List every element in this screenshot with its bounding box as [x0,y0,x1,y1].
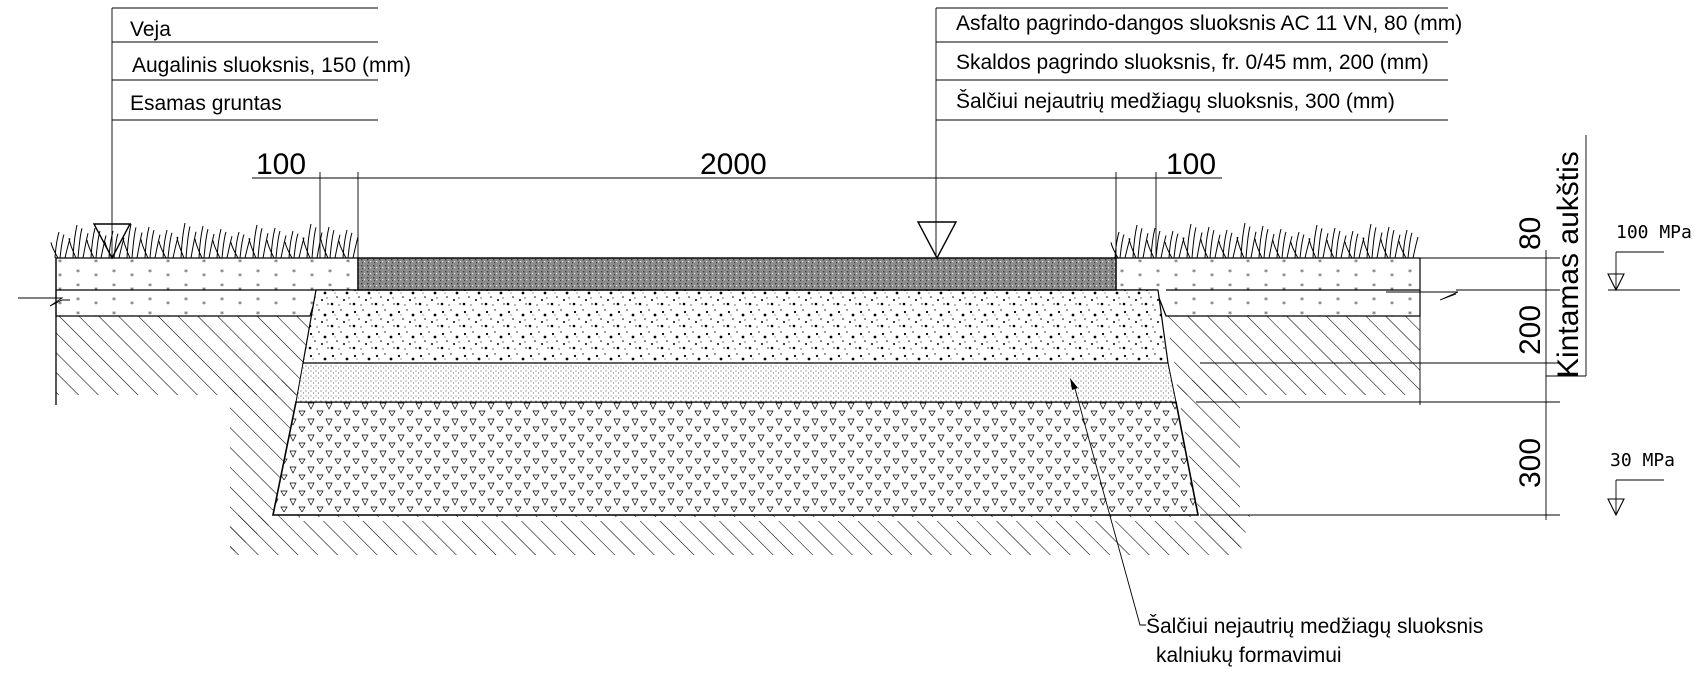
grass-blade-group [212,228,233,259]
grass-blade-group [1344,230,1365,259]
grass-blade-group [194,225,215,259]
dim-left-100: 100 [256,148,306,181]
grass-blade-group [302,223,323,259]
label-esamas-gruntas: Esamas gruntas [130,92,282,115]
grass-blade-group [338,229,359,259]
dim-300: 300 [1514,438,1547,488]
grass-blade-group [1308,224,1329,259]
frost-resistant-layer [272,401,1199,516]
dim-center-2000: 2000 [700,148,767,181]
grass-blade-group [1182,223,1203,259]
grass-blade-group [1128,224,1149,259]
grass-blade-group [1380,226,1401,259]
grass-blade-group [1200,226,1221,259]
grass-blade-group [86,227,107,259]
grass-tufts [1110,222,1419,259]
grass-blade-group [248,224,269,259]
label-30-mpa: 30 MPa [1610,450,1675,471]
grass-blade-group [50,231,71,259]
grass-blade-group [176,222,197,259]
grass-tufts [50,222,359,259]
grass-blade-group [1236,222,1257,259]
callout-line1: Šalčiui nejautrių medžiagų sluoksnis [1146,615,1483,638]
modulus-marker-bottom: 30 MPa [1607,450,1675,517]
label-salciui-sluoksnis: Šalčiui nejautrių medžiagų sluoksnis, 30… [956,90,1395,113]
grass-blade-group [140,226,161,259]
left-label-block: Veja Augalinis sluoksnis, 150 (mm) Esama… [111,7,411,258]
modulus-marker-top: 100 MPa [1607,222,1692,292]
label-100-mpa: 100 MPa [1616,222,1692,243]
level-marker-center [916,221,958,260]
grass-blade-group [1110,231,1131,259]
level-marker-left [92,223,132,260]
grass-blade-group [1290,231,1311,259]
gravel-base-layer [302,289,1169,364]
grass-blade-group [1326,227,1347,259]
grass-blade-group [1254,225,1275,259]
sand-hill-forming-layer [295,362,1177,403]
right-label-block: Asfalto pagrindo-dangos sluoksnis AC 11 … [935,7,1462,258]
dim-right-100: 100 [1166,148,1216,181]
grass-blade-group [104,230,125,259]
asphalt-layer [357,257,1117,291]
grass-blade-group [1362,223,1383,259]
grass-blade-group [122,223,143,259]
grass-blade-group [266,227,287,259]
existing-ground-hatch [56,316,1420,555]
label-augalinis-sluoksnis: Augalinis sluoksnis, 150 (mm) [132,54,411,77]
dim-200: 200 [1514,305,1547,355]
grass-blade-group [230,231,251,259]
label-veja: Veja [130,18,171,41]
grass-blade-group [1146,227,1167,259]
grass-blade-group [284,230,305,259]
topsoil-layers [18,257,1459,405]
dim-80: 80 [1514,217,1547,250]
vertical-dimensions: 80 200 300 Kintamas aukštis [1196,135,1587,520]
label-asfalto-sluoksnis: Asfalto pagrindo-dangos sluoksnis AC 11 … [956,12,1462,35]
grass-blade-group [1164,230,1185,259]
grass-blade-group [1272,228,1293,259]
grass-blade-group [158,229,179,259]
label-kintamas-aukstis: Kintamas aukštis [1552,151,1585,378]
grass-blade-group [1218,229,1239,259]
grass-blade-group [68,224,89,259]
callout-sand-layer: Šalčiui nejautrių medžiagų sluoksnis kal… [1070,378,1483,667]
callout-line2: kalniukų formavimui [1156,644,1342,667]
grass-blade-group [1398,229,1419,259]
horizontal-dimensions: 100 2000 100 [252,148,1222,258]
label-skaldos-sluoksnis: Skaldos pagrindo sluoksnis, fr. 0/45 mm,… [956,51,1429,74]
grass-blade-group [320,226,341,259]
